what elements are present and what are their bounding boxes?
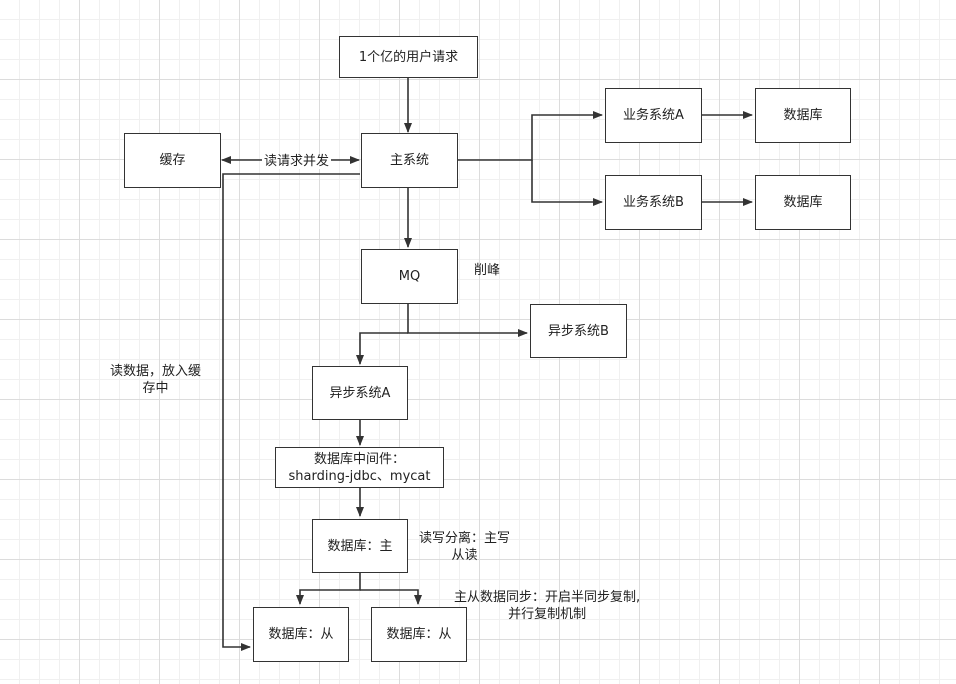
business-system-b-box[interactable]: 业务系统B (605, 175, 702, 230)
rw-split-label: 读写分离：主写 从读 (419, 530, 510, 564)
business-system-a-box[interactable]: 业务系统A (605, 88, 702, 143)
read-to-cache-label: 读数据，放入缓 存中 (110, 363, 201, 397)
rw-split-line2: 从读 (451, 548, 478, 563)
peak-shaving-label: 削峰 (474, 263, 501, 278)
edge-master-to-slave2 (360, 589, 422, 605)
edge-main-to-business-b (531, 160, 603, 206)
business-system-b-text: 业务系统B (623, 195, 684, 210)
db-slave2-text: 数据库：从 (386, 627, 452, 642)
db-slave1-box[interactable]: 数据库：从 (253, 607, 349, 662)
master-slave-sync-line2: 并行复制机制 (508, 607, 587, 622)
database-b-text: 数据库 (783, 195, 823, 210)
edge-main-to-slave1-read (222, 173, 360, 651)
cache-text: 缓存 (159, 153, 186, 168)
edge-mq-to-async-b (407, 304, 528, 337)
user-requests-box[interactable]: 1个亿的用户请求 (339, 36, 478, 78)
database-a-box[interactable]: 数据库 (755, 88, 851, 143)
edge-mq-to-async-a (356, 332, 408, 365)
async-system-b-text: 异步系统B (548, 323, 609, 339)
db-master-text: 数据库：主 (327, 538, 393, 554)
async-system-b-box[interactable]: 异步系统B (530, 304, 627, 358)
async-system-a-box[interactable]: 异步系统A (312, 366, 408, 420)
db-middleware-text-line2: sharding-jdbc、mycat (288, 468, 431, 484)
main-system-text: 主系统 (389, 153, 429, 168)
mq-text: MQ (398, 269, 421, 284)
database-a-text: 数据库 (783, 108, 823, 123)
db-middleware-text-line1: 数据库中间件： (313, 451, 405, 467)
db-middleware-box[interactable]: 数据库中间件： sharding-jdbc、mycat (275, 447, 444, 488)
read-concurrency-label: 读请求并发 (262, 154, 332, 169)
master-slave-sync-label: 主从数据同步：开启半同步复制, 并行复制机制 (454, 589, 640, 623)
mq-box[interactable]: MQ (361, 249, 458, 304)
database-b-box[interactable]: 数据库 (755, 175, 851, 230)
db-master-box[interactable]: 数据库：主 (312, 519, 408, 573)
cache-box[interactable]: 缓存 (124, 133, 221, 188)
edge-master-to-slave1 (296, 573, 361, 605)
user-requests-text: 1个亿的用户请求 (358, 49, 459, 65)
read-to-cache-line1: 读数据，放入缓 (110, 364, 202, 379)
rw-split-line1: 读写分离：主写 (419, 531, 511, 546)
read-to-cache-line2: 存中 (142, 381, 169, 396)
db-slave2-box[interactable]: 数据库：从 (371, 607, 467, 662)
main-system-box[interactable]: 主系统 (361, 133, 458, 188)
async-system-a-text: 异步系统A (329, 385, 391, 401)
master-slave-sync-line1: 主从数据同步：开启半同步复制, (454, 590, 641, 605)
db-slave1-text: 数据库：从 (268, 627, 334, 642)
edge-main-to-business-a (458, 111, 603, 161)
business-system-a-text: 业务系统A (623, 108, 684, 123)
